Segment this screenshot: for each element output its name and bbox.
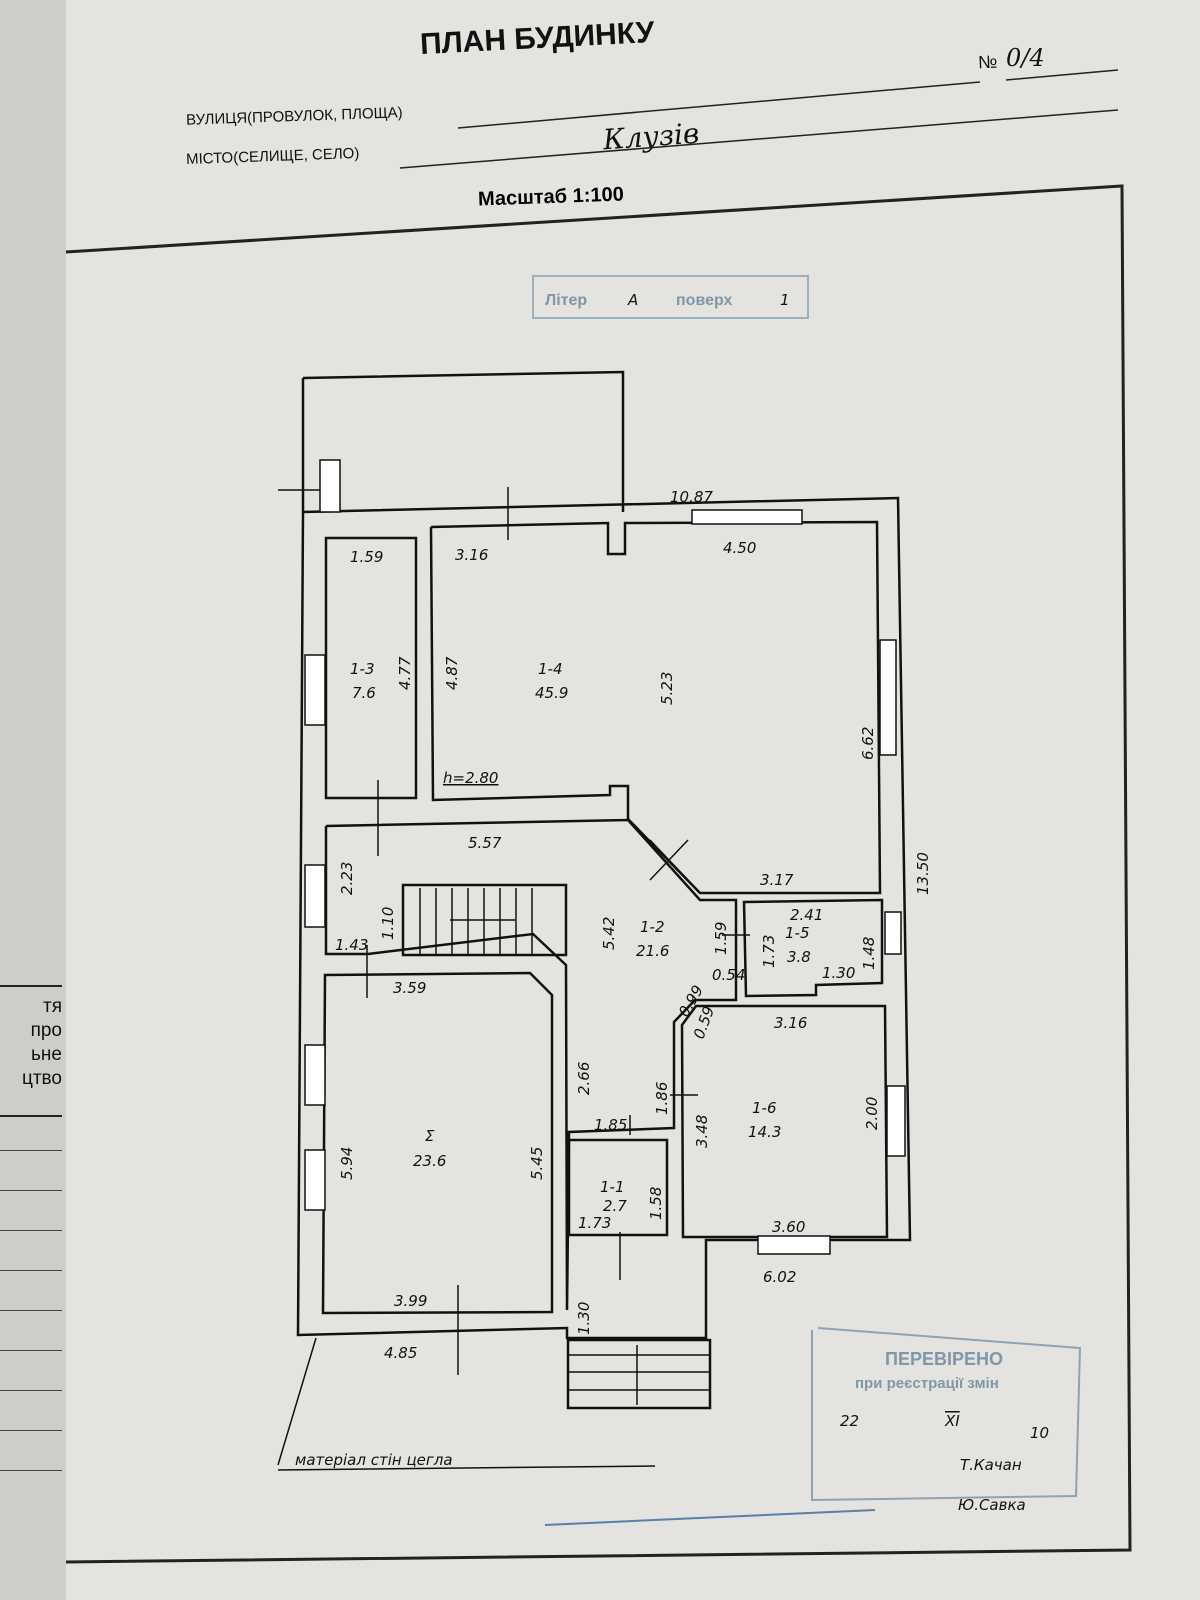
text-line: про	[30, 1020, 62, 1041]
room-area: 23.6	[413, 1152, 446, 1170]
stamp-month: XI	[944, 1412, 960, 1430]
dimension: 1.30	[575, 1302, 593, 1335]
table-line	[0, 1270, 62, 1271]
dimension: 3.99	[394, 1292, 427, 1310]
dimension: 1.10	[379, 907, 397, 940]
stamp-year: 10	[1030, 1424, 1049, 1442]
room-id: 1-2	[640, 918, 665, 936]
letter-value: А	[627, 291, 638, 309]
signature: Т.Качан	[960, 1456, 1022, 1474]
room-1-2	[324, 818, 738, 1311]
dimension: 1.73	[760, 935, 778, 968]
walls	[296, 370, 912, 1410]
dimension: 1.59	[350, 548, 383, 566]
room-id: 1-5	[785, 924, 810, 942]
dimension: 5.23	[658, 672, 676, 705]
entrance-steps	[566, 1338, 712, 1410]
stamp-line: при реєстрації змін	[855, 1375, 999, 1392]
room-labels: 1-3 7.6 1-4 45.9 1-2 21.6 1-5 3.8 1-6 14…	[350, 660, 811, 1215]
stamp-day: 22	[840, 1412, 859, 1430]
signature: Ю.Савка	[958, 1496, 1026, 1514]
verification-stamp: ПЕРЕВІРЕНО при реєстрації змін 22 XI 10 …	[544, 1327, 1082, 1526]
dimension: 1.48	[860, 937, 878, 970]
dimension: 3.48	[693, 1115, 711, 1148]
table-line	[0, 1230, 62, 1231]
dimension: 1.73	[578, 1214, 611, 1232]
dimension: 3.16	[455, 546, 488, 564]
dimension: 4.85	[384, 1344, 417, 1362]
room-1-4	[429, 520, 882, 895]
dimension: 1.43	[335, 936, 368, 954]
dimension: 3.60	[772, 1218, 805, 1236]
dimension: 5.42	[600, 917, 618, 950]
floor-label: поверх	[676, 292, 733, 309]
table-line	[0, 1310, 62, 1311]
dimension: 5.57	[468, 834, 502, 852]
dimension: 5.45	[528, 1147, 546, 1180]
dimension: 0.54	[712, 966, 745, 984]
dimension: 4.87	[443, 656, 461, 690]
dimension: 5.94	[338, 1147, 356, 1180]
dimension: 3.16	[774, 1014, 807, 1032]
letter-label: Літер	[545, 292, 587, 309]
dimension: 2.23	[338, 862, 356, 895]
dimension: 1.58	[647, 1187, 665, 1220]
dimension: 4.77	[396, 656, 414, 690]
room-area: 21.6	[636, 942, 669, 960]
ceiling-height: h=2.80	[443, 769, 498, 787]
table-line	[0, 1390, 62, 1391]
room-id: 1-3	[350, 660, 375, 678]
dimension: 6.62	[859, 727, 877, 760]
text-line: тя	[43, 996, 62, 1017]
dimension: 3.59	[393, 979, 426, 997]
text-line: цтво	[21, 1068, 62, 1089]
number-value: 0/4	[1006, 44, 1045, 72]
windows	[304, 459, 906, 1255]
room-1-5	[742, 898, 884, 998]
dimension: 6.02	[763, 1268, 796, 1286]
dimension: 3.17	[760, 871, 794, 889]
room-id: 1-1	[600, 1178, 625, 1196]
stamp-line: ПЕРЕВІРЕНО	[885, 1349, 1003, 1369]
dimension: 1.59	[712, 922, 730, 955]
dimension: 1.86	[653, 1082, 671, 1115]
dimension: 2.00	[863, 1097, 881, 1130]
floor-stamp: Літер А поверх 1	[532, 275, 809, 319]
room-id: 1-4	[538, 660, 563, 678]
table-line	[0, 1430, 62, 1431]
room-id: Σ	[425, 1127, 435, 1145]
floor-value: 1	[780, 291, 790, 309]
room-1-6	[680, 1004, 889, 1239]
table-line	[0, 1470, 62, 1471]
dimension: 4.50	[723, 539, 756, 557]
room-1-3	[324, 536, 418, 800]
dimension: 10.87	[670, 488, 713, 506]
table-line	[0, 1350, 62, 1351]
details	[277, 487, 750, 1471]
table-line	[0, 1190, 62, 1191]
room-area: 2.7	[603, 1197, 627, 1215]
text-line: ьне	[31, 1044, 62, 1065]
table-line	[0, 1150, 62, 1151]
room-sigma	[321, 971, 554, 1315]
room-area: 3.8	[787, 948, 811, 966]
dimension-labels: 10.87 1.59 3.16 4.50 4.77 4.87 5.23 6.62…	[295, 488, 932, 1469]
wall-material-note: матеріал стін цегла	[295, 1451, 453, 1469]
adjacent-page-text: тя про ьне цтво	[0, 985, 62, 1117]
room-1-1	[567, 1138, 669, 1237]
room-area: 45.9	[535, 684, 568, 702]
dimension: 2.41	[790, 906, 823, 924]
room-area: 7.6	[352, 684, 376, 702]
room-id: 1-6	[752, 1099, 777, 1117]
dimension: 1.85	[594, 1116, 627, 1134]
dimension: 13.50	[914, 852, 932, 895]
dimension: 2.66	[575, 1062, 593, 1095]
room-area: 14.3	[748, 1123, 781, 1141]
form-lines	[65, 69, 1132, 1564]
dimension: 1.30	[822, 964, 855, 982]
document-page	[66, 0, 1200, 1600]
